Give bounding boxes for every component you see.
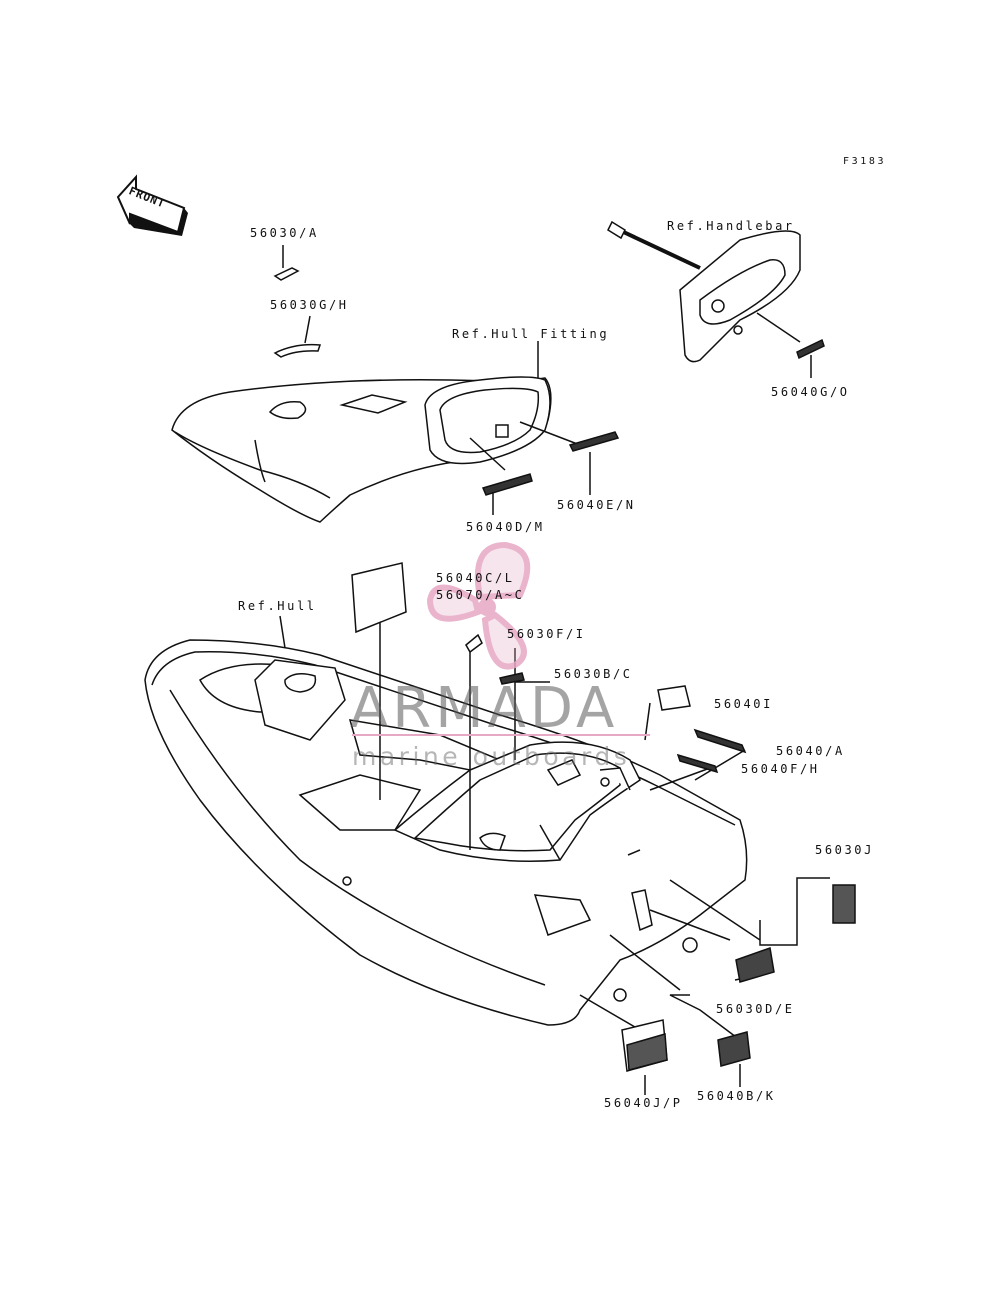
watermark-title: ARMADA <box>350 676 619 741</box>
hull-fitting-drawing <box>171 341 620 523</box>
hull-drawing <box>144 615 830 1095</box>
part-56070-ac-label: 56070/A~C <box>436 588 525 602</box>
part-56040-en-label: 56040E/N <box>557 498 636 512</box>
part-56030-gh-label: 56030G/H <box>270 298 349 312</box>
part-56040-go-label: 56040G/O <box>771 385 850 399</box>
part-56030-j-label: 56030J <box>815 843 874 857</box>
part-56030-bc-label: 56030B/C <box>554 667 633 681</box>
ref-hull-fitting-label: Ref.Hull Fitting <box>452 327 610 341</box>
part-56040-i-label: 56040I <box>714 697 773 711</box>
ref-hull-label: Ref.Hull <box>238 599 317 613</box>
decal-shapes <box>351 562 856 1072</box>
armada-logo-icon <box>426 541 531 670</box>
part-56040-fh-label: 56040F/H <box>741 762 820 776</box>
part-56040-bk-label: 56040B/K <box>697 1089 776 1103</box>
front-arrow-icon <box>116 174 188 236</box>
part-56030-a-label: 56030/A <box>250 226 319 240</box>
part-56030-fi-label: 56030F/I <box>507 627 586 641</box>
part-56040-cl-label: 56040C/L <box>436 571 515 585</box>
watermark-subtitle: marine outboards <box>352 742 631 771</box>
part-56040-jp-label: 56040J/P <box>604 1096 683 1110</box>
part-56040-a-label: 56040/A <box>776 744 845 758</box>
figure-code: F3183 <box>843 156 887 167</box>
part-56030-a-shape <box>273 245 300 281</box>
part-56030-gh-shape <box>273 315 322 358</box>
part-56040-dm-label: 56040D/M <box>466 520 545 534</box>
ref-handlebar-label: Ref.Handlebar <box>667 219 795 233</box>
handlebar-drawing <box>607 220 825 378</box>
part-56030-de-label: 56030D/E <box>716 1002 795 1016</box>
